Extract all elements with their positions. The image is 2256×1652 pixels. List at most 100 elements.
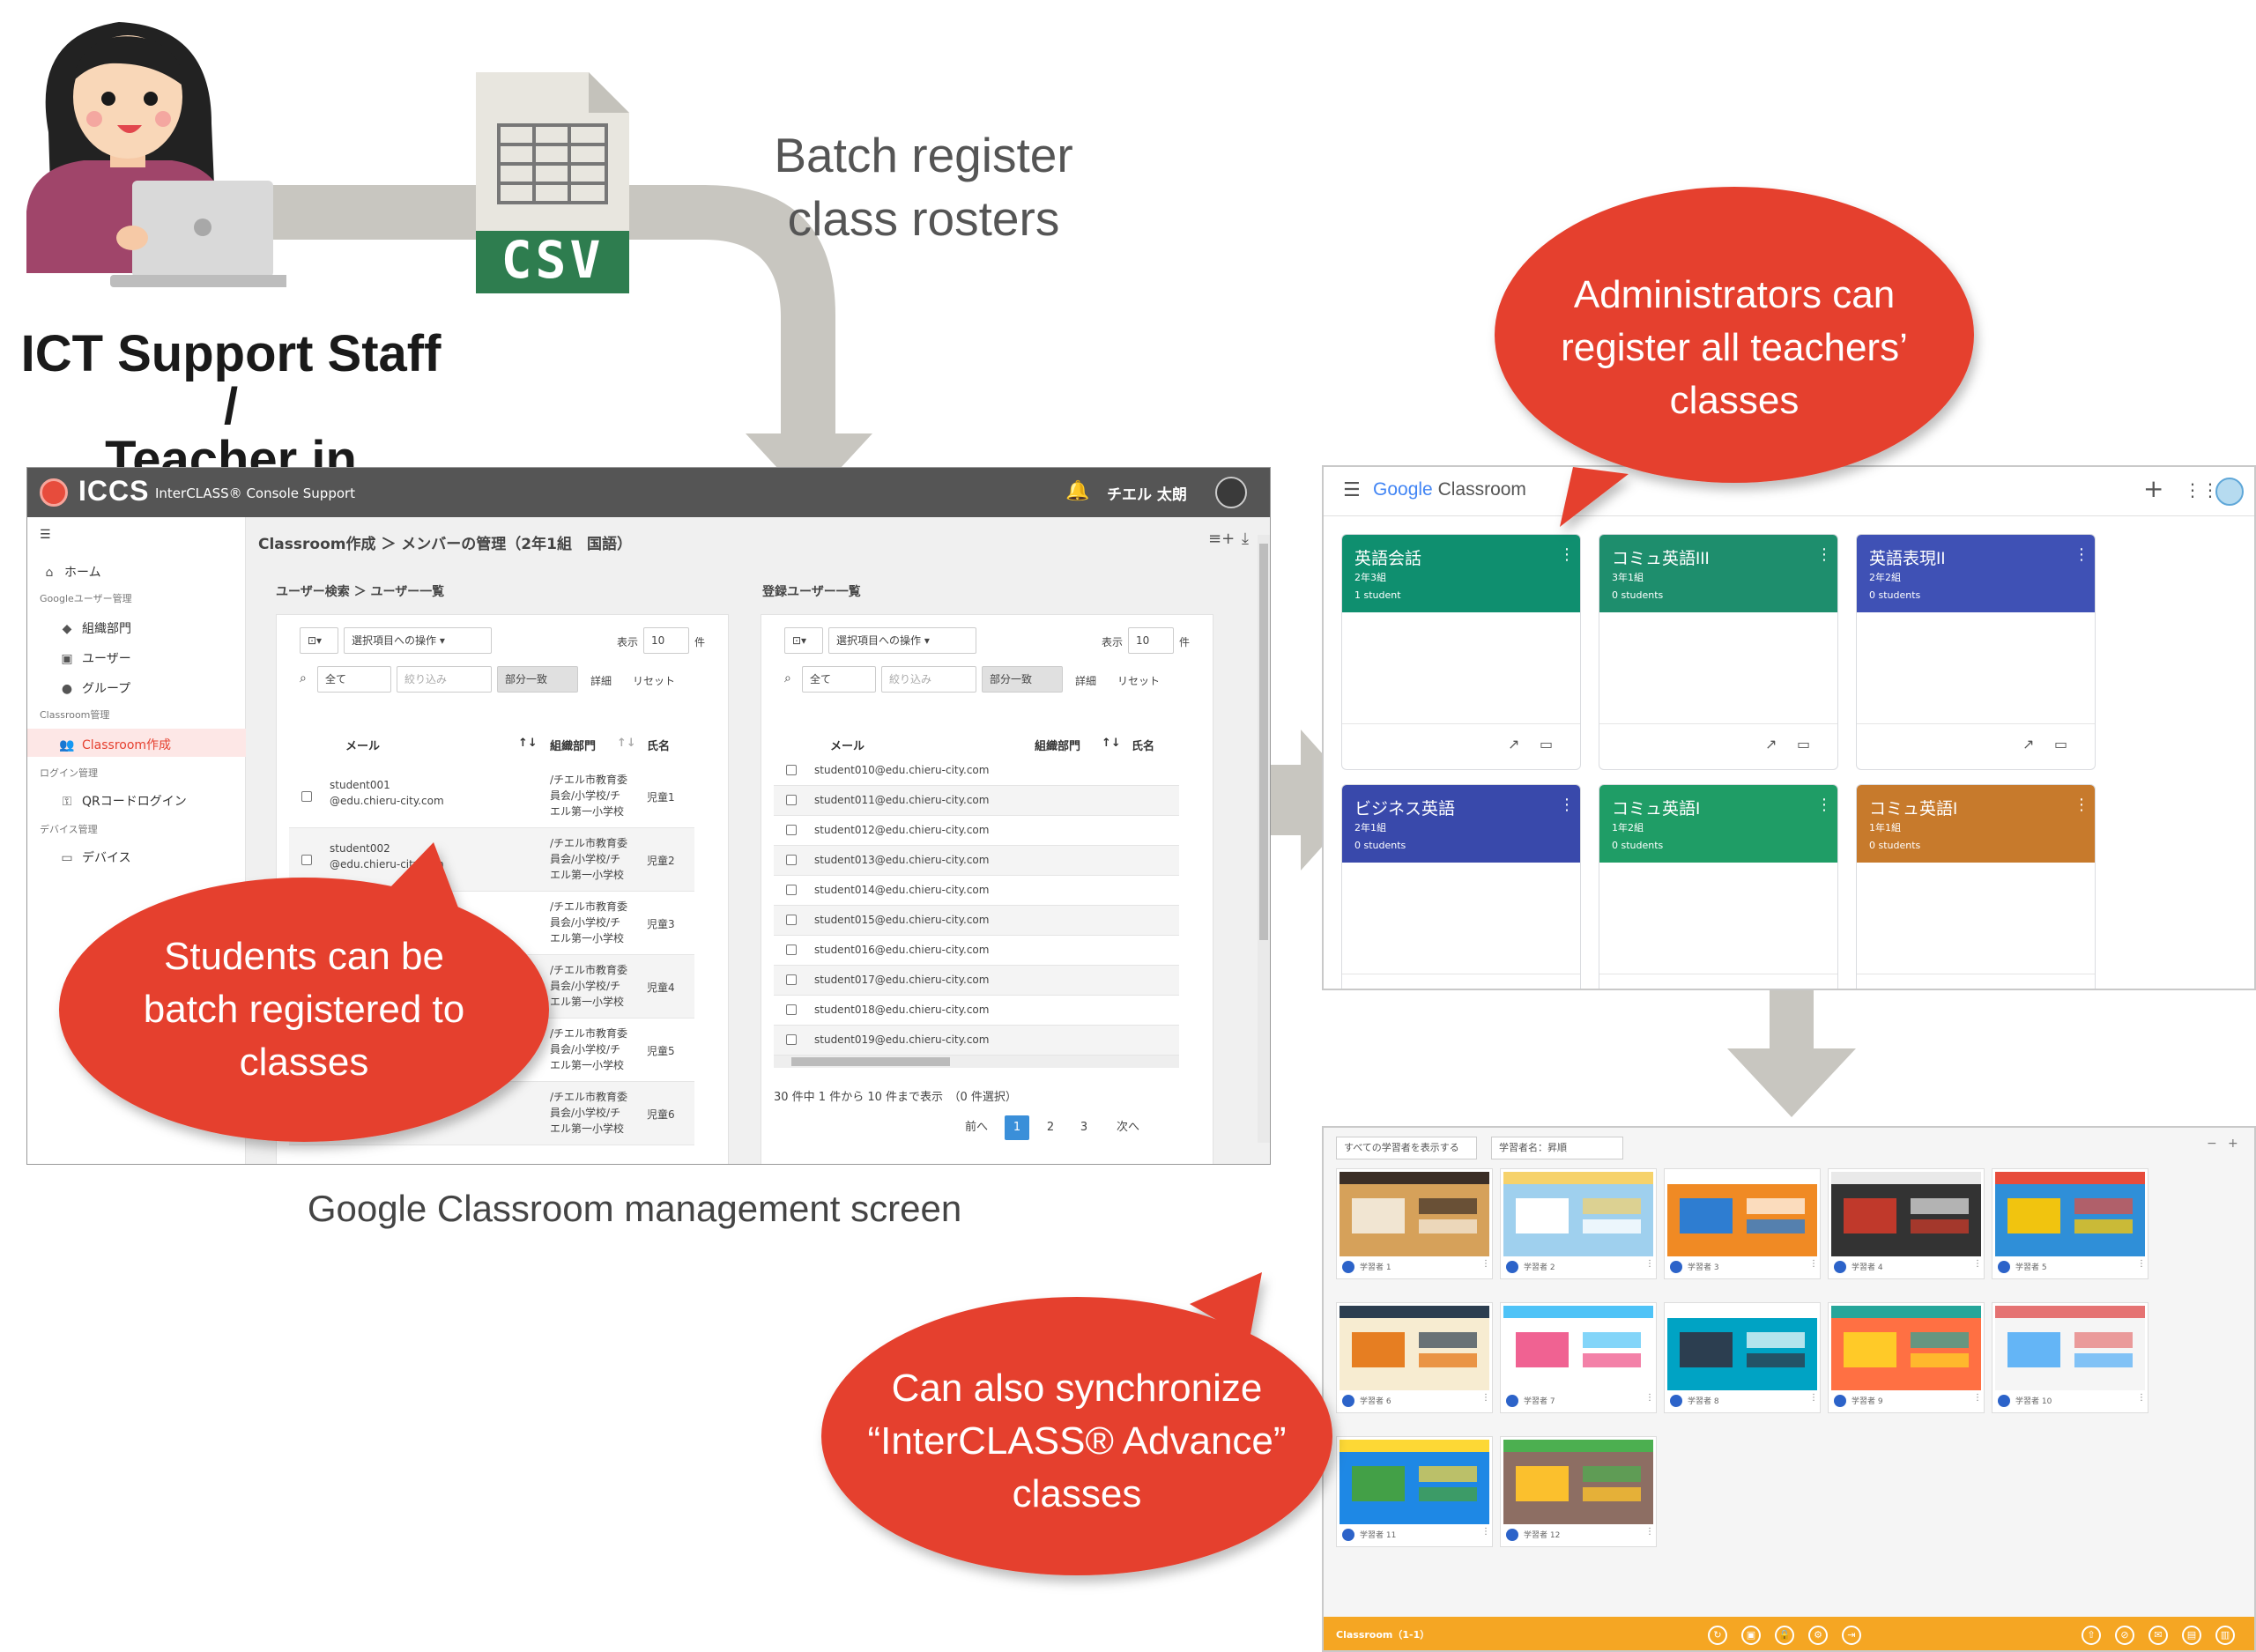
row-checkbox[interactable] xyxy=(786,945,797,955)
sidebar-item-qr-login[interactable]: ⚿QRコードログイン xyxy=(57,792,187,810)
class-card-title[interactable]: 英語会話 xyxy=(1354,550,1422,568)
learner-thumbnail[interactable]: 学習者 2⋮ xyxy=(1500,1168,1657,1279)
table-row[interactable]: student017@edu.chieru-city.com xyxy=(774,966,1179,996)
folder-icon[interactable]: ▭ xyxy=(1540,986,1553,989)
more-vert-icon[interactable]: ⋮ xyxy=(1481,1393,1490,1403)
trending-icon[interactable]: ↗ xyxy=(2022,736,2035,752)
reset-button[interactable]: リセット xyxy=(633,675,676,687)
table-row[interactable]: student002@edu.chieru-city.com/チエル市教育委員会… xyxy=(289,828,694,892)
learner-thumbnail[interactable]: 学習者 1⋮ xyxy=(1336,1168,1493,1279)
match-mode-select[interactable]: 部分一致 xyxy=(982,666,1063,693)
folder-icon[interactable]: ▭ xyxy=(2054,736,2068,752)
next-page-button[interactable]: 次へ xyxy=(1116,1121,1139,1134)
class-card-title[interactable]: 英語表現II xyxy=(1869,550,1946,568)
detail-button[interactable]: 詳細 xyxy=(590,675,612,687)
learner-thumbnail[interactable]: 学習者 3⋮ xyxy=(1664,1168,1821,1279)
learner-thumbnail[interactable]: 学習者 5⋮ xyxy=(1992,1168,2148,1279)
table-row[interactable]: student011@edu.chieru-city.com xyxy=(774,786,1179,816)
more-vert-icon[interactable]: ⋮ xyxy=(1481,1259,1490,1269)
zoom-out-icon[interactable]: − xyxy=(2207,1137,2217,1151)
row-checkbox[interactable] xyxy=(301,855,312,865)
sidebar-item-users[interactable]: ▣ユーザー xyxy=(57,649,130,667)
current-user-name[interactable]: チエル 太朗 xyxy=(1107,486,1187,504)
folder-icon[interactable]: ▭ xyxy=(1540,736,1554,752)
sidebar-item-org[interactable]: ◆組織部門 xyxy=(57,619,131,637)
table-row[interactable]: student015@edu.chieru-city.com xyxy=(774,906,1179,936)
sidebar-item-home[interactable]: ⌂ホーム xyxy=(40,563,101,581)
row-checkbox[interactable] xyxy=(786,974,797,985)
filter-scope-select[interactable]: 全て xyxy=(802,666,876,693)
learner-screen-preview[interactable] xyxy=(1503,1440,1653,1524)
learner-thumbnail[interactable]: 学習者 12⋮ xyxy=(1500,1436,1657,1547)
sort-icon[interactable]: ↑↓ xyxy=(1102,737,1121,750)
trending-icon[interactable]: ↗ xyxy=(2022,986,2034,989)
row-checkbox[interactable] xyxy=(786,1004,797,1015)
learner-screen-preview[interactable] xyxy=(1340,1440,1489,1524)
filter-scope-select[interactable]: 全て xyxy=(317,666,391,693)
sort-icon[interactable]: ↑↓ xyxy=(518,737,538,750)
folder-icon[interactable]: ▭ xyxy=(1797,986,1810,989)
bulk-action-select[interactable]: 選択項目への操作 ▾ xyxy=(344,627,492,654)
learner-sort-select[interactable]: 学習者名：昇順 xyxy=(1491,1137,1623,1159)
learner-thumbnail[interactable]: 学習者 11⋮ xyxy=(1336,1436,1493,1547)
bulk-action-select[interactable]: 選択項目への操作 ▾ xyxy=(828,627,976,654)
table-row[interactable]: student001@edu.chieru-city.com/チエル市教育委員会… xyxy=(289,765,694,828)
trending-icon[interactable]: ↗ xyxy=(1508,736,1520,752)
more-vert-icon[interactable]: ⋮ xyxy=(2137,1259,2146,1269)
folder-icon[interactable]: ▭ xyxy=(1797,736,1811,752)
prev-page-button[interactable]: 前へ xyxy=(964,1121,988,1134)
table-row[interactable]: student018@edu.chieru-city.com xyxy=(774,996,1179,1026)
learner-screen-preview[interactable] xyxy=(1340,1306,1489,1390)
row-checkbox[interactable] xyxy=(786,855,797,865)
learner-screen-preview[interactable] xyxy=(1667,1306,1817,1390)
row-checkbox[interactable] xyxy=(301,918,312,929)
horizontal-scrollbar[interactable] xyxy=(774,1056,1179,1068)
more-vert-icon[interactable]: ⋮ xyxy=(2137,1393,2146,1403)
more-vert-icon[interactable]: ⋮ xyxy=(2074,545,2089,564)
more-vert-icon[interactable]: ⋮ xyxy=(1645,1393,1654,1403)
more-vert-icon[interactable]: ⋮ xyxy=(1809,1393,1818,1403)
trending-icon[interactable]: ↗ xyxy=(1508,986,1519,989)
more-vert-icon[interactable]: ⋮ xyxy=(2074,796,2089,814)
vertical-scrollbar[interactable] xyxy=(1258,535,1270,1143)
download-icon[interactable]: ⤓ xyxy=(1242,530,1249,548)
page-size-select[interactable]: 10 xyxy=(643,627,689,654)
logout-icon[interactable]: ⇥ xyxy=(1842,1626,1861,1645)
row-checkbox[interactable] xyxy=(786,795,797,805)
detail-button[interactable]: 詳細 xyxy=(1075,675,1097,687)
learner-screen-preview[interactable] xyxy=(1995,1306,2145,1390)
col-header-name[interactable]: 氏名 xyxy=(647,740,671,753)
learner-thumbnail[interactable]: 学習者 9⋮ xyxy=(1828,1302,1985,1413)
more-vert-icon[interactable]: ⋮ xyxy=(1481,1527,1490,1537)
learner-screen-preview[interactable] xyxy=(1667,1172,1817,1256)
table-row[interactable]: student012@edu.chieru-city.com xyxy=(774,816,1179,846)
more-vert-icon[interactable]: ⋮ xyxy=(1809,1259,1818,1269)
lock-icon[interactable]: 🔒 xyxy=(1775,1626,1794,1645)
row-checkbox[interactable] xyxy=(301,1108,312,1119)
class-card-title[interactable]: ビジネス英語 xyxy=(1354,800,1456,819)
bell-icon[interactable]: 🔔 xyxy=(1065,480,1090,502)
select-all-dropdown[interactable]: ⊡▾ xyxy=(784,627,823,654)
row-checkbox[interactable] xyxy=(301,791,312,802)
add-list-icon[interactable]: ≡+ xyxy=(1208,530,1236,548)
hamburger-menu-icon[interactable]: ☰ xyxy=(40,528,51,542)
more-vert-icon[interactable]: ⋮ xyxy=(1645,1527,1654,1537)
select-all-dropdown[interactable]: ⊡▾ xyxy=(300,627,338,654)
more-vert-icon[interactable]: ⋮ xyxy=(1645,1259,1654,1269)
col-header-org[interactable]: 組織部門 xyxy=(1035,740,1081,753)
trending-icon[interactable]: ↗ xyxy=(1765,736,1777,752)
trending-icon[interactable]: ↗ xyxy=(1765,986,1777,989)
avatar[interactable] xyxy=(2215,478,2244,506)
sidebar-item-groups[interactable]: ●グループ xyxy=(57,679,130,697)
refresh-icon[interactable]: ↻ xyxy=(1708,1626,1727,1645)
folder-icon[interactable]: ▭ xyxy=(2054,986,2067,989)
reset-button[interactable]: リセット xyxy=(1117,675,1161,687)
page-button-3[interactable]: 3 xyxy=(1080,1121,1088,1134)
message-icon[interactable]: ✉ xyxy=(2148,1626,2168,1645)
row-checkbox[interactable] xyxy=(786,1034,797,1045)
